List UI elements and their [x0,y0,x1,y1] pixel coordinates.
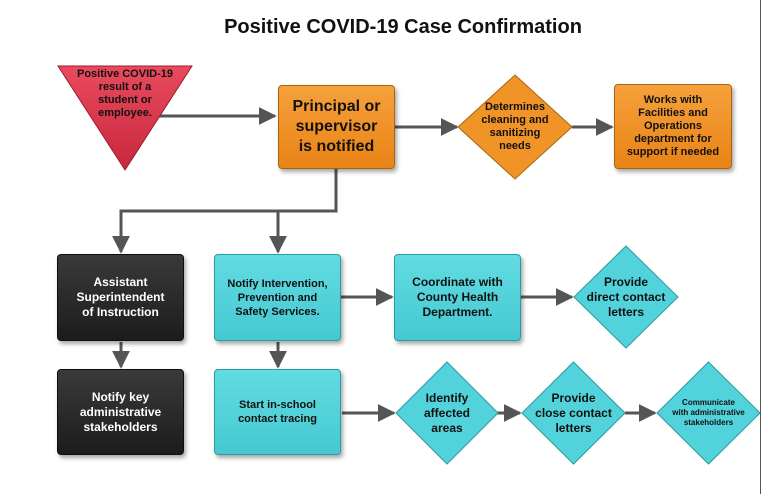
diagram-title: Positive COVID-19 Case Confirmation [224,16,582,38]
trigger-triangle: Positive COVID-19 result of a student or… [57,65,193,171]
identify-areas-diamond: Identify affected areas [395,361,499,465]
contact-tracing-box: Start in-school contact tracing [214,369,341,455]
communicate-diamond: Communicate with administrative stakehol… [656,361,761,465]
assistant-superintendent-box: Assistant Superintendent of Instruction [57,254,184,341]
identify-areas-label: Identify affected areas [423,390,470,435]
coordinate-label: Coordinate with County Health Department… [412,275,503,319]
close-letters-label: Provide close contact letters [535,390,612,435]
cleaning-diamond: Determines cleaning and sanitizing needs [457,74,573,180]
direct-letters-label: Provide direct contact letters [586,274,666,319]
facilities-label: Works with Facilities and Operations dep… [626,94,720,158]
principal-label: Principal or supervisor is notified [292,98,381,155]
facilities-box: Works with Facilities and Operations dep… [614,84,732,169]
communicate-label: Communicate with administrative stakehol… [672,398,745,427]
right-edge-divider [760,0,761,494]
notify-ips-box: Notify Intervention, Prevention and Safe… [214,254,341,341]
arrow-principal-to-assistant [112,168,338,254]
notify-key-label: Notify key administrative stakeholders [79,389,162,434]
cleaning-label: Determines cleaning and sanitizing needs [481,101,549,152]
principal-box: Principal or supervisor is notified [278,85,395,169]
notify-ips-label: Notify Intervention, Prevention and Safe… [227,277,328,318]
trigger-label: Positive COVID-19 result of a student or… [77,68,173,119]
assistant-superintendent-label: Assistant Superintendent of Instruction [76,275,165,319]
direct-letters-diamond: Provide direct contact letters [573,245,679,349]
close-letters-diamond: Provide close contact letters [521,361,626,465]
coordinate-box: Coordinate with County Health Department… [394,254,521,341]
contact-tracing-label: Start in-school contact tracing [238,399,317,425]
notify-key-box: Notify key administrative stakeholders [57,369,184,455]
